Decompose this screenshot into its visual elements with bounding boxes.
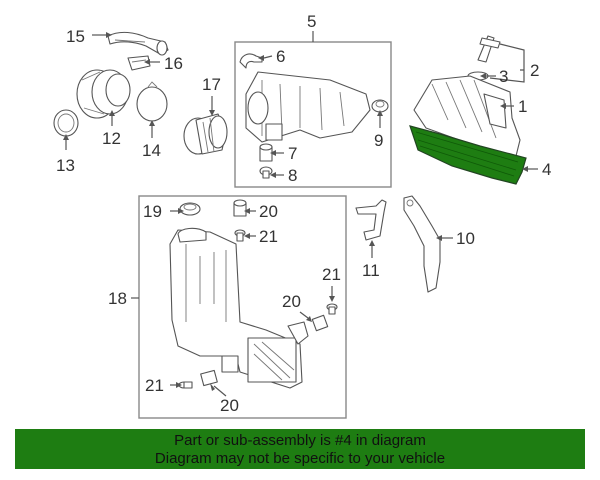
part-17-boot[interactable] — [183, 113, 228, 155]
part-19-seal[interactable] — [179, 202, 201, 216]
part-8-bolt[interactable] — [259, 166, 273, 179]
part-15-hose[interactable] — [107, 31, 169, 56]
part-18-lower-box[interactable] — [169, 227, 309, 389]
part-14-clamp[interactable] — [136, 81, 168, 122]
callout-15: 15 — [66, 27, 85, 46]
callout-12: 12 — [102, 129, 121, 148]
part-12-adapter[interactable] — [76, 69, 131, 119]
callout-16: 16 — [164, 54, 183, 73]
callout-21-right: 21 — [322, 265, 341, 284]
callout-2: 2 — [530, 61, 539, 80]
callout-21-top: 21 — [259, 227, 278, 246]
callout-13: 13 — [56, 156, 75, 175]
callout-14: 14 — [142, 141, 161, 160]
callout-21-bottom: 21 — [145, 376, 164, 395]
callout-17: 17 — [202, 75, 221, 94]
callout-11: 11 — [362, 261, 380, 280]
group-frame-18 — [138, 195, 347, 419]
part-10-duct[interactable] — [403, 195, 441, 293]
callout-1: 1 — [518, 97, 527, 116]
part-4-air-filter-highlighted[interactable] — [409, 125, 527, 185]
part-20-bushing-bottom[interactable] — [200, 369, 218, 387]
callout-3: 3 — [499, 67, 508, 86]
part-21-bolt-right[interactable] — [326, 303, 338, 315]
callout-20-top: 20 — [259, 202, 278, 221]
banner-line-1: Part or sub-assembly is #4 in diagram — [174, 432, 426, 449]
callout-7: 7 — [288, 144, 297, 163]
callout-10: 10 — [456, 229, 475, 248]
part-6-hose[interactable] — [239, 53, 263, 69]
callout-4: 4 — [542, 160, 551, 179]
callout-5: 5 — [307, 12, 316, 31]
part-21-bolt-top[interactable] — [234, 229, 246, 242]
part-16-clip[interactable] — [127, 55, 151, 71]
part-20-bushing-top[interactable] — [233, 199, 247, 217]
part-20-bushing-right[interactable] — [311, 314, 329, 332]
part-2-bracket[interactable] — [477, 35, 501, 63]
info-banner: Part or sub-assembly is #4 in diagram Di… — [15, 429, 585, 469]
callout-18: 18 — [108, 289, 127, 308]
callout-19: 19 — [143, 202, 162, 221]
part-1-cover[interactable] — [413, 75, 521, 157]
callout-6: 6 — [276, 47, 285, 66]
callout-20-bottom: 20 — [220, 396, 239, 415]
part-7-bushing[interactable] — [259, 143, 273, 162]
part-9-grommet[interactable] — [371, 99, 389, 113]
part-13-seal[interactable] — [53, 109, 79, 137]
callout-8: 8 — [288, 166, 297, 185]
leader-lines — [63, 32, 538, 397]
callout-9: 9 — [374, 131, 383, 150]
banner-line-2: Diagram may not be specific to your vehi… — [154, 450, 446, 467]
callout-20-right: 20 — [282, 292, 301, 311]
part-11-bracket[interactable] — [355, 199, 387, 241]
part-5-housing[interactable] — [245, 71, 371, 143]
